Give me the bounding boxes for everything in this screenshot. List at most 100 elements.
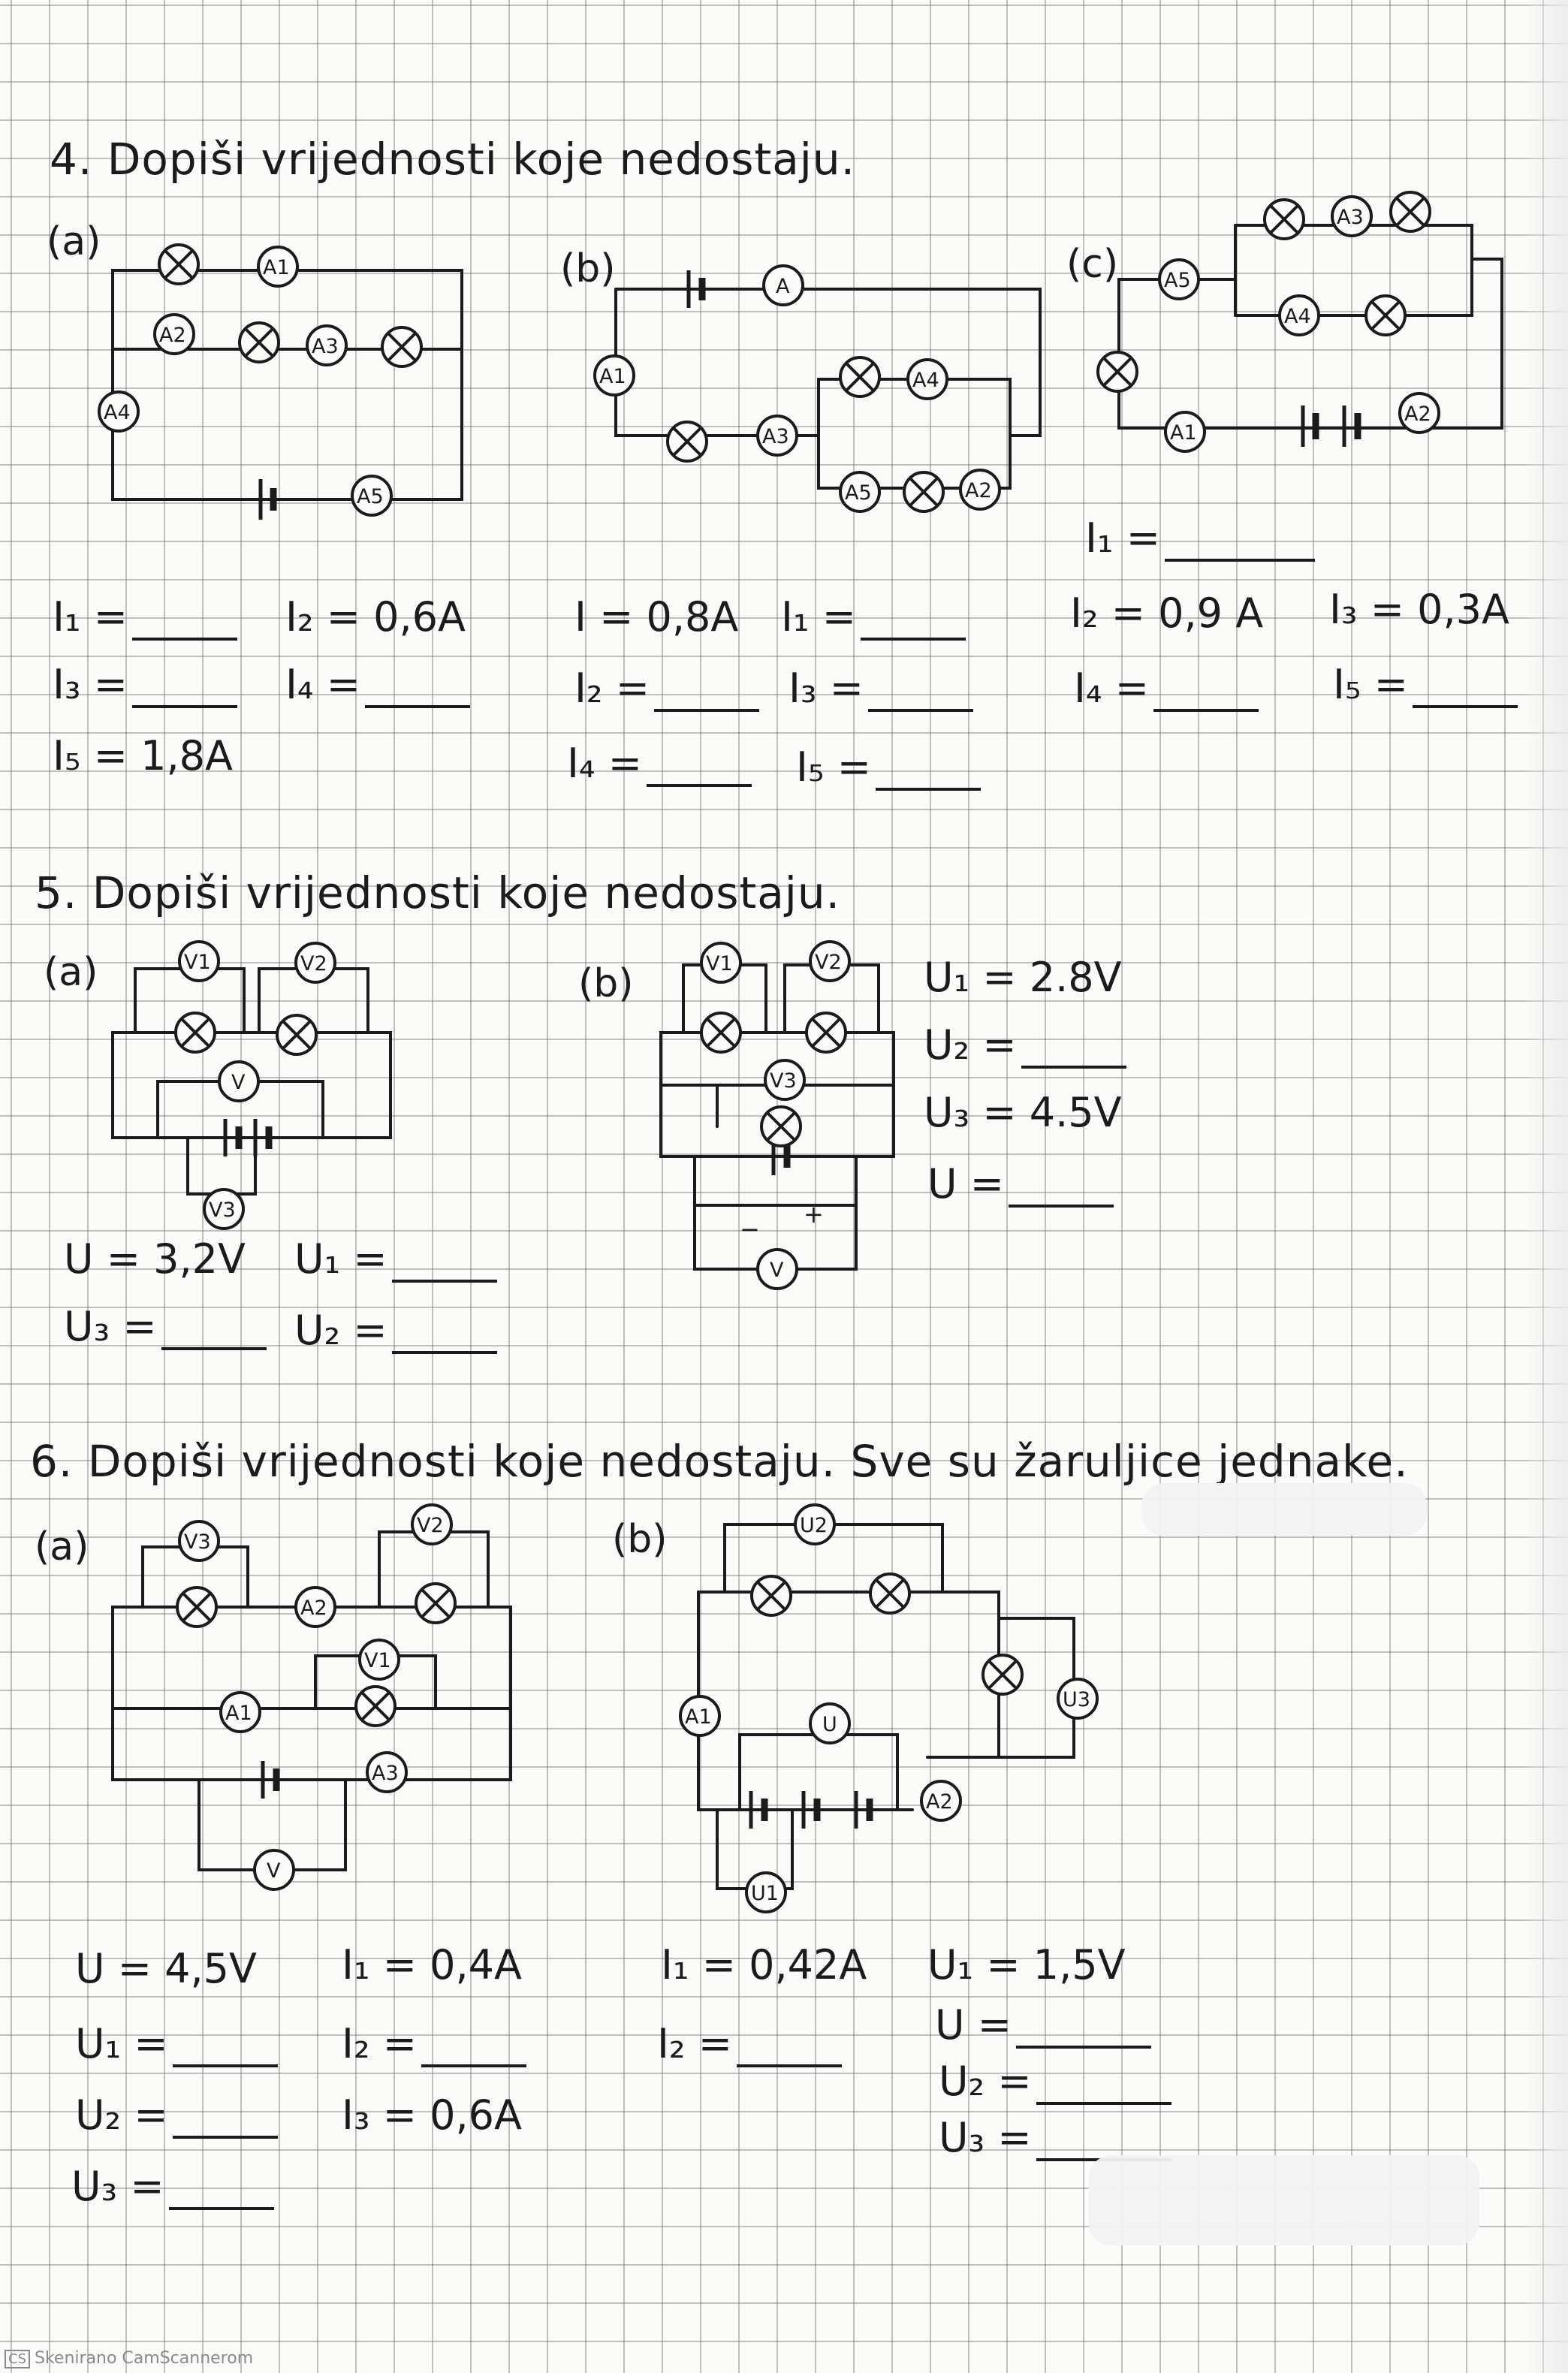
s6a-I2[interactable]: I₂ = [342,2020,526,2067]
s5b-U-label: U = [927,1160,1004,1208]
s5b-bulb-1 [700,1012,742,1054]
s6a-U2-blank[interactable] [172,2106,278,2139]
s6-label-b: (b) [612,1517,668,1562]
s5-label-a: (a) [44,950,98,995]
s6a-U3-blank[interactable] [168,2177,274,2210]
s4b-I2-label: I₂ = [574,665,650,712]
s4a-ammeter-A4: A4 [98,390,140,433]
s6b-U2-blank[interactable] [1036,2072,1171,2105]
s5b-voltmeter-V3: V3 [764,1059,806,1101]
s4c-I1-label: I₁ = [1085,514,1160,562]
s4b-I2[interactable]: I₂ = [574,665,759,712]
meter-label: U2 [800,1514,828,1537]
s6b-I2-blank[interactable] [736,2034,842,2067]
meter-label: V3 [209,1199,236,1222]
s6a-U3[interactable]: U₃ = [71,2163,274,2210]
scanner-badge: CS [5,2350,30,2368]
scanner-text: Skenirano CamScannerom [35,2349,254,2368]
s6-label-a: (a) [35,1524,89,1569]
s5a-bulb-1 [174,1012,216,1054]
s4a-I1[interactable]: I₁ = [53,593,237,641]
s4a-I2: I₂ = 0,6A [285,593,466,641]
s4a-I1-blank[interactable] [131,608,237,641]
s6a-U1-blank[interactable] [172,2034,278,2067]
s6a-voltmeter-V3: V3 [178,1520,220,1562]
s6b-U3[interactable]: U₃ = [939,2114,1171,2161]
s4b-ammeter-A2: A2 [959,469,1001,511]
meter-label: A5 [1164,269,1191,292]
s5a-U2[interactable]: U₂ = [294,1307,497,1354]
s6b-bulb-1 [750,1575,792,1617]
s4c-bulb-1 [1263,198,1305,240]
s6b-U-blank[interactable] [1015,2016,1151,2049]
s4a-I4[interactable]: I₄ = [285,661,470,708]
s4c-I1-blank[interactable] [1164,529,1315,562]
s4c-I5-blank[interactable] [1412,675,1518,708]
meter-label: U1 [751,1882,779,1905]
s4c-I5[interactable]: I₅ = [1333,661,1518,708]
meter-label: A2 [926,1790,953,1814]
s4b-I4[interactable]: I₄ = [567,740,752,787]
s4b-I5[interactable]: I₅ = [796,743,981,791]
s4a-ammeter-A1: A1 [257,246,299,288]
s5b-U[interactable]: U = [927,1160,1114,1208]
s4c-I2: I₂ = 0,9 A [1070,589,1264,637]
meter-label: A2 [1404,403,1431,426]
s4b-I3[interactable]: I₃ = [789,665,973,712]
s4c-I1[interactable]: I₁ = [1085,514,1315,562]
s6a-I1: I₁ = 0,4A [342,1941,522,1989]
s5b-bulb-2 [805,1012,847,1054]
s5b-U2[interactable]: U₂ = [924,1021,1126,1069]
s5b-voltmeter-V1: V1 [700,942,742,984]
s5b-U2-blank[interactable] [1021,1036,1126,1069]
s5a-U3-blank[interactable] [161,1317,267,1350]
meter-label: A5 [357,485,384,508]
erased-area [1141,1483,1427,1536]
s6b-U[interactable]: U = [935,2001,1151,2049]
s4a-ammeter-A2: A2 [153,313,195,355]
s6a-U2[interactable]: U₂ = [75,2091,278,2139]
s4b-I5-blank[interactable] [875,758,981,791]
s4a-I4-blank[interactable] [364,675,470,708]
s5a-U3[interactable]: U₃ = [64,1303,267,1350]
s4c-bulb-4 [1096,351,1138,393]
s4b-ammeter-A: A [762,264,804,306]
s4b-I4-blank[interactable] [646,754,752,787]
meter-label: A5 [845,481,872,505]
s4-label-b: (b) [560,246,616,291]
page-edge-shadow [1523,0,1568,2373]
s6a-I2-blank[interactable] [421,2034,526,2067]
s5a-U2-blank[interactable] [391,1321,497,1354]
s4a-ammeter-A3: A3 [306,324,348,366]
s5b-U-blank[interactable] [1008,1174,1114,1208]
s4b-I3-blank[interactable] [867,679,973,712]
s6b-voltmeter-U1: U1 [745,1871,787,1913]
s6b-voltmeter-U2: U2 [794,1503,836,1545]
s4b-I1[interactable]: I₁ = [781,593,966,641]
s4c-ammeter-A1: A1 [1164,411,1206,453]
s4a-I3[interactable]: I₃ = [53,661,237,708]
s4c-ammeter-A2: A2 [1398,392,1440,434]
s4b-I1-blank[interactable] [860,608,966,641]
s6a-voltmeter-V1: V1 [358,1639,400,1681]
s5a-U1-blank[interactable] [391,1250,497,1283]
meter-label: V1 [364,1649,391,1672]
s4a-I3-blank[interactable] [131,675,237,708]
s6b-U2[interactable]: U₂ = [939,2058,1171,2105]
section-6-title: 6. Dopiši vrijednosti koje nedostaju. Sv… [30,1436,1409,1487]
s6a-bulb-2 [415,1582,457,1624]
s6a-ammeter-A1: A1 [219,1691,261,1733]
meter-label: A1 [263,256,290,279]
meter-label: V2 [300,952,327,975]
s4c-I4-blank[interactable] [1153,679,1259,712]
s6a-I3: I₃ = 0,6A [342,2091,522,2139]
s4c-I4[interactable]: I₄ = [1074,665,1259,712]
s5a-U1[interactable]: U₁ = [294,1235,497,1283]
s4b-I2-blank[interactable] [653,679,759,712]
s6b-I2[interactable]: I₂ = [657,2020,842,2067]
s4b-bulb-1 [666,421,708,463]
s6a-U1[interactable]: U₁ = [75,2020,278,2067]
meter-label: A3 [312,335,339,358]
